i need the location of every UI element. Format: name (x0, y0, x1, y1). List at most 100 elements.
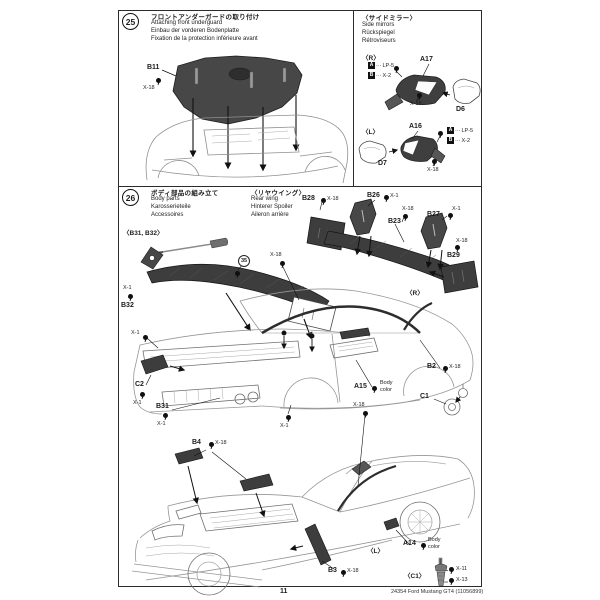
paint-dot (394, 66, 399, 71)
paint-dot (455, 245, 460, 250)
part-label-d7: D7 (378, 160, 387, 167)
mirrors-title-en: Side mirrors (362, 22, 395, 28)
paint-legend-b: B ··· X-2 (447, 137, 470, 144)
part-label-a16: A16 (409, 123, 422, 130)
body-color-note: color (380, 387, 392, 393)
hood-vent-part-b4b (239, 473, 274, 492)
wing-endplate (287, 296, 337, 332)
legend-key-b: B (447, 137, 454, 144)
page-number: 11 (280, 588, 288, 595)
part-label-b26: B26 (367, 192, 380, 199)
page-frame (118, 10, 482, 587)
footer-kit-code: 24354 Ford Mustang GT4 (11056899) (391, 589, 484, 595)
paint-dot (156, 78, 161, 83)
paint-dot (235, 271, 240, 276)
legend-sep: ··· (455, 137, 461, 144)
windshield-trim-b2 (403, 301, 433, 331)
legend-sep: ··· (455, 127, 461, 134)
paint-dot (321, 198, 326, 203)
paint-code-x1: X-1 (157, 421, 166, 427)
paint-dot (140, 392, 145, 397)
right-side-label: 〈R〉 (406, 290, 424, 297)
body-color-note: color (428, 544, 440, 550)
paint-dot (384, 195, 389, 200)
underguard-part (172, 55, 303, 125)
rear-wing-right-diagram (306, 198, 479, 294)
hood-vent-part-b4a (174, 447, 204, 465)
step26-title-ja: ボディ部品の組み立て (151, 190, 219, 197)
paint-dot (438, 131, 443, 136)
legend-key-b: B (368, 72, 375, 79)
step25-title-en: Attaching front underguard (151, 20, 223, 26)
wing-title-en: Rear wing (251, 196, 279, 202)
car-rear-view-art (133, 264, 474, 416)
a-pillar-trim-dark (337, 464, 397, 512)
paint-code-x18: X-18 (327, 196, 339, 202)
paint-dot (449, 578, 454, 583)
part-label-b11: B11 (147, 64, 160, 71)
part-label-b23: B23 (388, 218, 401, 225)
left-side-label: 〈L〉 (367, 548, 384, 555)
step25-title-fr: Fixation de la protection inférieure ava… (151, 36, 258, 42)
endplate-b29 (440, 260, 479, 294)
assembly-arrows (189, 95, 300, 172)
mirrors-title-fr: Rétroviseurs (362, 38, 396, 44)
part-label-d6: D6 (456, 106, 465, 113)
paint-dot (143, 335, 148, 340)
screwdriver-handle (209, 237, 229, 249)
paint-code-x18: X-18 (449, 364, 461, 370)
paint-dot (421, 543, 426, 548)
car-front-view-art (131, 414, 475, 596)
body-color-note: Body (428, 537, 441, 543)
legend-key-a: A (447, 127, 454, 134)
part-label-b29: B29 (447, 252, 460, 259)
mirror-right-diagram (384, 63, 481, 111)
legend-key-a: A (368, 62, 375, 69)
paint-dot (363, 411, 368, 416)
part-label-a17: A17 (420, 56, 433, 63)
step26-title-en: Body parts (151, 196, 180, 202)
mirror-shell-d6 (452, 78, 481, 104)
paint-dot (280, 261, 285, 266)
part-label-b27: B27 (427, 211, 440, 218)
paint-code-x18: X-18 (456, 238, 468, 244)
chassis-front-art (145, 114, 349, 184)
part-label-a14: A14 (403, 540, 416, 547)
rocker-part-b3 (304, 523, 332, 566)
paint-dot (417, 93, 422, 98)
wing-title-ja: 〈リヤウイング〉 (251, 190, 306, 197)
step-26-number: 26 (122, 189, 139, 206)
paint-dot (341, 570, 346, 575)
paint-code-x1: X-1 (390, 193, 399, 199)
paint-dot (403, 214, 408, 219)
part-label-b28: B28 (302, 195, 315, 202)
paint-code-x18: X-18 (427, 167, 439, 173)
subassembly-label-b31-b32: 〈B31, B32〉 (123, 230, 164, 237)
step26-title-fr: Accessoires (151, 212, 184, 218)
step-25-number: 25 (122, 13, 139, 30)
legend-sep: ··· (376, 72, 382, 79)
part-label-b2: B2 (427, 363, 436, 370)
legend-value-b: X-2 (461, 137, 471, 144)
step25-title-ja: フロントアンダーガードの取り付け (151, 14, 260, 21)
legend-sep: ··· (376, 62, 382, 69)
part-label-c1: C1 (420, 393, 429, 400)
legend-value-a: LP-5 (382, 62, 395, 69)
paint-code-x1: X-1 (131, 330, 140, 336)
paint-dot (286, 415, 291, 420)
paint-dot (163, 413, 168, 418)
paint-legend-b: B ··· X-2 (368, 72, 391, 79)
mirror-shell-d7 (358, 140, 387, 164)
paint-dot (443, 366, 448, 371)
step26-title-de: Karosserieteile (151, 204, 191, 210)
underguard-diagram (145, 55, 349, 184)
wing-title-de: Hinterer Spoiler (251, 204, 293, 210)
body-color-note: Body (380, 380, 393, 386)
legend-value-b: X-2 (382, 72, 392, 79)
part-label-b3: B3 (328, 567, 337, 574)
mirror-left-diagram (358, 130, 446, 167)
step25-title-de: Einbau der vorderen Bodenplatte (151, 28, 240, 34)
c1-group-label: 〈C1〉 (404, 573, 426, 580)
